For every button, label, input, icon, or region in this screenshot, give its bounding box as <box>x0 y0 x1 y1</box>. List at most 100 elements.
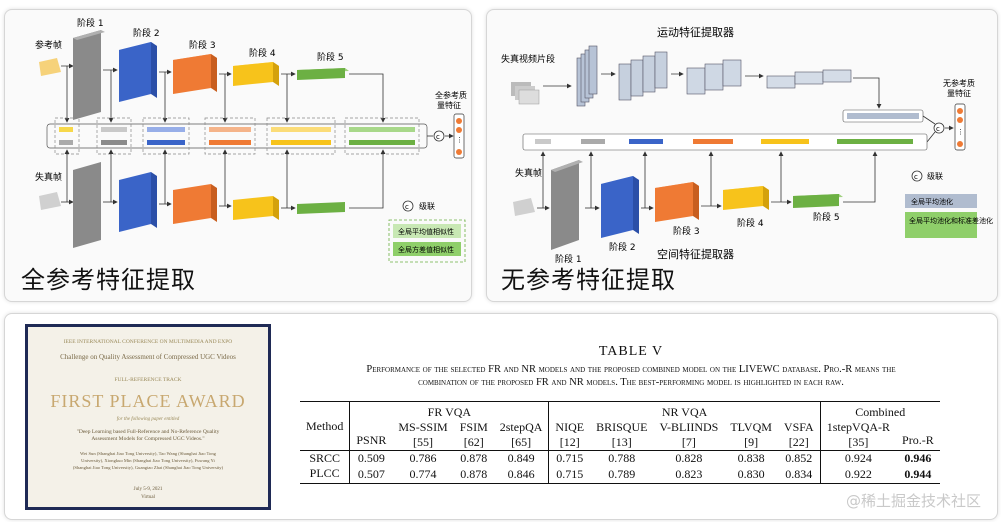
nr-concat-icon <box>933 122 945 134</box>
nr-stage4 <box>723 186 769 210</box>
results-panel: IEEE INTERNATIONAL CONFERENCE ON MULTIME… <box>4 313 998 520</box>
fr-bottom-stage1 <box>73 162 101 248</box>
nr-stage2-label: 阶段 2 <box>609 241 636 253</box>
fr-stage2-label: 阶段 2 <box>133 27 160 39</box>
nr-legend-concat-icon <box>911 170 923 182</box>
col-fsim: FSIM <box>459 420 488 434</box>
svg-text:c: c <box>436 133 440 141</box>
col-psnr: PSNR <box>356 433 387 447</box>
nr-legend-gap <box>905 194 977 208</box>
fr-output-vector <box>453 113 465 159</box>
row-label-plcc: PLCC <box>300 466 351 484</box>
nr-legend-gap-label: 全局平均池化 <box>911 197 953 206</box>
table-cell: 0.715 <box>556 467 584 481</box>
table-cell: 0.922 <box>844 467 872 481</box>
fr-top-stage5 <box>297 68 349 80</box>
table-cell: 0.509 <box>357 451 385 465</box>
table-cell: 0.789 <box>608 467 636 481</box>
nr-output-label-1: 无参考质 <box>943 78 975 88</box>
motion-block-4 <box>766 69 852 89</box>
motion-block-1 <box>576 45 598 107</box>
award-title: FIRST PLACE AWARD <box>50 391 246 411</box>
award-conference: IEEE INTERNATIONAL CONFERENCE ON MULTIME… <box>63 339 233 345</box>
table-cell: 0.834 <box>777 466 821 484</box>
fr-concat-icon <box>433 130 445 142</box>
distorted-frame-label: 失真帧 <box>35 171 62 183</box>
nr-stage3 <box>655 182 699 222</box>
col-brisque: BRISQUE <box>596 420 648 434</box>
nr-stage5-label: 阶段 5 <box>813 211 840 223</box>
nr-caption: 无参考特征提取 <box>501 266 676 294</box>
nr-stage2 <box>601 176 639 238</box>
table-caption-1: Performance of the selected FR and NR mo… <box>366 364 896 375</box>
nr-stage5 <box>793 194 843 208</box>
col-tlvqm: TLVQM <box>730 420 772 434</box>
fr-stage5-label: 阶段 5 <box>317 51 344 63</box>
results-table: Method FR VQA NR VQA Combined PSNR MS-SS… <box>300 401 940 484</box>
fr-legend-concat-label: 级联 <box>419 201 435 211</box>
fr-stage1-label: 阶段 1 <box>77 17 104 29</box>
ref-fsim: [62] <box>463 435 484 449</box>
table-caption-2: combination of the proposed FR and NR mo… <box>418 377 844 388</box>
award-track: FULL-REFERENCE TRACK <box>114 377 182 383</box>
award-paper-1: "Deep Learning based Full-Reference and … <box>76 429 220 435</box>
award-paper-2: Assessment Models for Compressed UGC Vid… <box>91 436 205 442</box>
award-date: July 5-9, 2021 <box>133 487 163 492</box>
fr-caption: 全参考特征提取 <box>21 266 196 294</box>
table-cell: 0.849 <box>493 450 550 466</box>
nr-stage1-label: 阶段 1 <box>555 253 582 265</box>
table-row: SRCC 0.509 0.786 0.878 0.849 0.715 0.788… <box>300 450 940 466</box>
motion-feature-bar <box>847 113 919 119</box>
award-certificate: IEEE INTERNATIONAL CONFERENCE ON MULTIME… <box>25 324 271 510</box>
group-header-combined: Combined <box>855 405 906 419</box>
table-cell: 0.846 <box>493 466 550 484</box>
ref-1stepvqa: [35] <box>848 435 869 449</box>
award-authors-2: University), Xiongkuo Min (Shanghai Jiao… <box>81 458 215 463</box>
table-cell: 0.823 <box>675 467 703 481</box>
watermark: @稀土掘金技术社区 <box>845 492 981 510</box>
ref-vsfa: [22] <box>777 435 821 451</box>
fr-top-stage1 <box>73 30 105 120</box>
table-cell: 0.788 <box>608 451 636 465</box>
table-cell: 0.878 <box>460 467 488 481</box>
ref-msssim: [55] <box>413 435 434 449</box>
method-header: Method <box>300 401 351 451</box>
ref-vbliinds: [7] <box>681 435 696 449</box>
nr-output-label-2: 量特征 <box>947 88 971 98</box>
nr-stage4-label: 阶段 4 <box>737 217 764 229</box>
nr-stage3-label: 阶段 3 <box>673 225 700 237</box>
reference-frame-label: 参考帧 <box>35 39 62 51</box>
table-cell: 0.786 <box>409 451 437 465</box>
fr-bottom-stage2 <box>119 172 157 232</box>
fr-output-label-2: 量特征 <box>437 100 461 110</box>
fr-stage3-label: 阶段 3 <box>189 39 216 51</box>
results-table-block: TABLE V Performance of the selected FR a… <box>275 344 987 484</box>
motion-block-3 <box>686 59 742 95</box>
fr-bottom-stage4 <box>233 196 279 220</box>
fr-output-label-1: 全参考质 <box>435 90 467 100</box>
award-authors-1: Wei Sun (Shanghai Jiao Tong University),… <box>80 451 216 456</box>
fr-bottom-stage3 <box>173 184 217 224</box>
ref-brisque: [13] <box>611 435 632 449</box>
award-challenge: Challenge on Quality Assessment of Compr… <box>60 353 236 361</box>
nr-stage1 <box>551 160 583 250</box>
motion-extractor-title: 运动特征提取器 <box>657 25 734 39</box>
ref-tlvqm: [9] <box>744 435 759 449</box>
fr-legend-concat-icon <box>402 200 414 212</box>
fr-feature-panel: 参考帧 阶段 1 阶段 2 阶段 3 阶段 4 <box>4 9 472 302</box>
award-venue: Virtual <box>141 495 155 500</box>
fr-top-stage2 <box>119 42 157 102</box>
fr-top-stage3 <box>173 54 217 94</box>
table-cell: 0.828 <box>675 451 703 465</box>
group-header-nr: NR VQA <box>548 401 821 420</box>
table-cell: 0.507 <box>357 467 385 481</box>
table-cell: 0.878 <box>460 451 488 465</box>
table-cell: 0.852 <box>777 450 821 466</box>
fr-legend-var-label: 全局方差值相似性 <box>398 245 454 254</box>
nr-diagram: 运动特征提取器 失真视频片段 c <box>501 25 993 265</box>
col-niqe: NIQE <box>555 420 585 434</box>
nr-legend-concat-label: 级联 <box>927 171 943 181</box>
fr-top-stage4 <box>233 62 279 86</box>
nr-distorted-frame-label: 失真帧 <box>515 167 542 179</box>
table-cell: 0.774 <box>409 467 437 481</box>
